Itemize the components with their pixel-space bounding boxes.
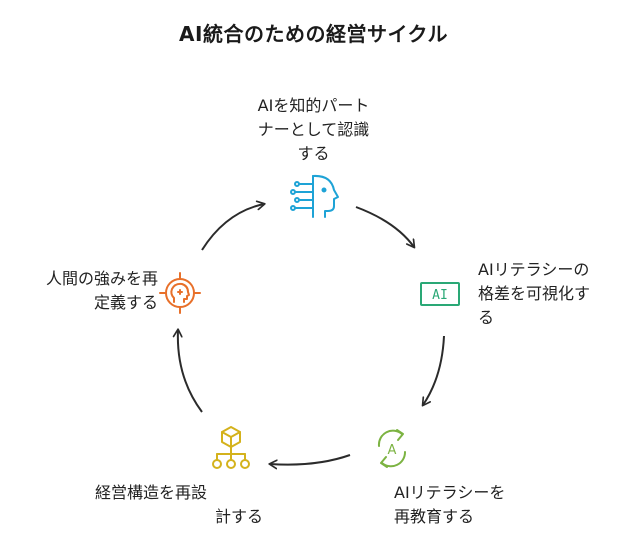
arrow-top-to-right: [355, 206, 416, 249]
node-label-reeducate: AIリテラシーを 再教育する: [394, 483, 506, 526]
ai-badge-text: AI: [432, 288, 448, 303]
org-structure-icon: [212, 426, 250, 469]
ai-head-icon: [290, 174, 339, 218]
refresh-a-icon: A: [377, 429, 407, 468]
arrow-left-to-top: [201, 200, 266, 251]
arrow-bottom-left-to-left: [172, 328, 203, 413]
arrow-right-to-bottom-right: [421, 335, 445, 407]
node-label-recognize-ai: AIを知的パート ナーとして認識 する: [257, 96, 370, 163]
arrow-bottom-right-to-bottom-left: [268, 454, 351, 470]
ai-badge-icon: AI: [420, 282, 460, 306]
diagram-title: AI統合のための経営サイクル: [179, 22, 448, 46]
node-label-visualize-gap: AIリテラシーの 格差を可視化す る: [478, 260, 591, 327]
node-label-redesign-structure: 経営構造を再設 計する: [95, 483, 263, 526]
target-head-icon: [159, 272, 201, 314]
refresh-a-text: A: [388, 443, 397, 458]
node-label-redefine-strengths: 人間の強みを再 定義する: [45, 269, 158, 312]
